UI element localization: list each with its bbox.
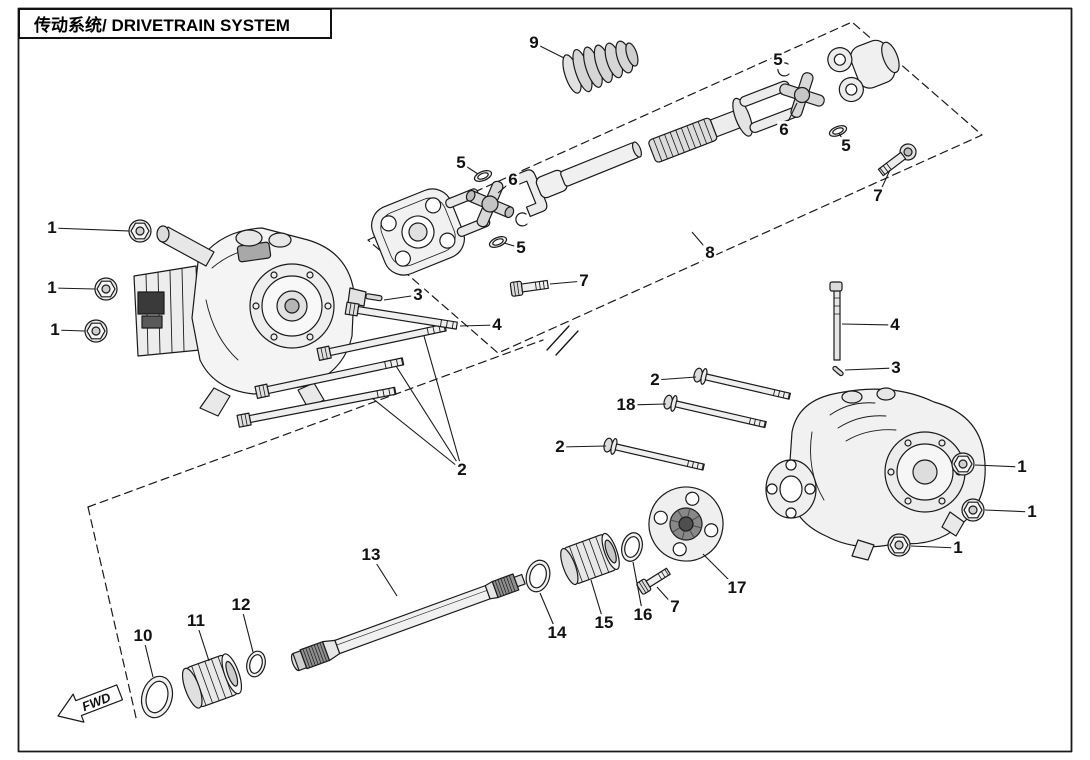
leader-line	[702, 553, 738, 589]
fwd-arrow: FWD	[57, 684, 124, 723]
leader-line	[656, 586, 676, 608]
rubber-boot	[562, 40, 639, 94]
leader-line	[195, 620, 210, 662]
leader-line	[838, 132, 847, 147]
bolt-long	[693, 367, 791, 400]
leader-line	[371, 397, 463, 471]
leader-line	[51, 227, 130, 232]
leader-line	[539, 592, 558, 634]
snap-ring	[621, 532, 643, 562]
leader-line	[984, 509, 1033, 513]
leader-line	[370, 554, 398, 597]
leader-line	[51, 287, 96, 290]
companion-flange	[371, 188, 465, 276]
leader-line	[503, 242, 522, 249]
shaft-yoke	[513, 141, 642, 217]
u-joint-cross	[465, 180, 515, 228]
dowel-pin	[832, 365, 844, 377]
break-marks	[546, 325, 579, 356]
rear-differential	[765, 387, 986, 561]
leader-line	[533, 42, 565, 59]
bolt	[509, 279, 549, 297]
flange-nut	[961, 498, 985, 522]
title-box: 传动系统/ DRIVETRAIN SYSTEM	[18, 8, 332, 39]
leader-line	[844, 367, 897, 371]
leader-line	[395, 365, 463, 471]
leader-line	[383, 294, 419, 301]
leader-line	[549, 280, 585, 285]
page-title: 传动系统/ DRIVETRAIN SYSTEM	[34, 16, 290, 35]
leader-line	[625, 403, 667, 406]
leader-line	[590, 579, 605, 624]
leader-line	[460, 162, 479, 175]
leader-line	[559, 445, 607, 448]
leader-line	[841, 323, 896, 326]
detail-boundary-dashed	[87, 21, 983, 723]
leader-line	[974, 464, 1023, 468]
leader-line	[423, 335, 463, 471]
page-border	[17, 7, 1073, 753]
leader-line	[54, 329, 86, 332]
flange-nut	[887, 533, 911, 557]
bolt-long	[236, 386, 397, 428]
dowel-pin	[365, 293, 383, 302]
coupling-sleeve	[560, 532, 620, 586]
bolt-long	[603, 437, 705, 471]
bolt	[636, 567, 671, 595]
end-yoke	[827, 39, 900, 103]
rear-propshaft	[648, 80, 800, 163]
leader-line	[654, 376, 697, 381]
bolt-long	[316, 323, 447, 361]
leader-line	[691, 231, 711, 254]
snap-ring	[473, 170, 493, 182]
flange-nut	[128, 219, 152, 243]
snap-ring	[246, 650, 266, 678]
snap-ring	[488, 236, 508, 248]
flange-nut	[84, 319, 108, 343]
flange-nut	[951, 452, 975, 476]
coupling-sleeve	[181, 653, 243, 709]
leader-line	[240, 604, 254, 653]
output-flange	[648, 486, 724, 562]
bolt-long	[663, 394, 767, 429]
drive-shaft	[290, 573, 526, 672]
snap-ring	[525, 559, 551, 593]
snap-ring	[140, 675, 174, 719]
leader-line	[910, 545, 959, 549]
bolt-long	[344, 301, 458, 330]
flange-nut	[94, 277, 118, 301]
breather-bolt	[829, 281, 843, 361]
front-differential	[133, 225, 367, 417]
bolt-socket	[877, 143, 917, 177]
leader-line	[142, 635, 154, 678]
u-joint-cross	[779, 72, 825, 118]
snap-ring	[828, 125, 848, 137]
c-clip	[515, 212, 528, 227]
bolt-long	[254, 357, 405, 399]
fwd-label: FWD	[80, 689, 114, 714]
